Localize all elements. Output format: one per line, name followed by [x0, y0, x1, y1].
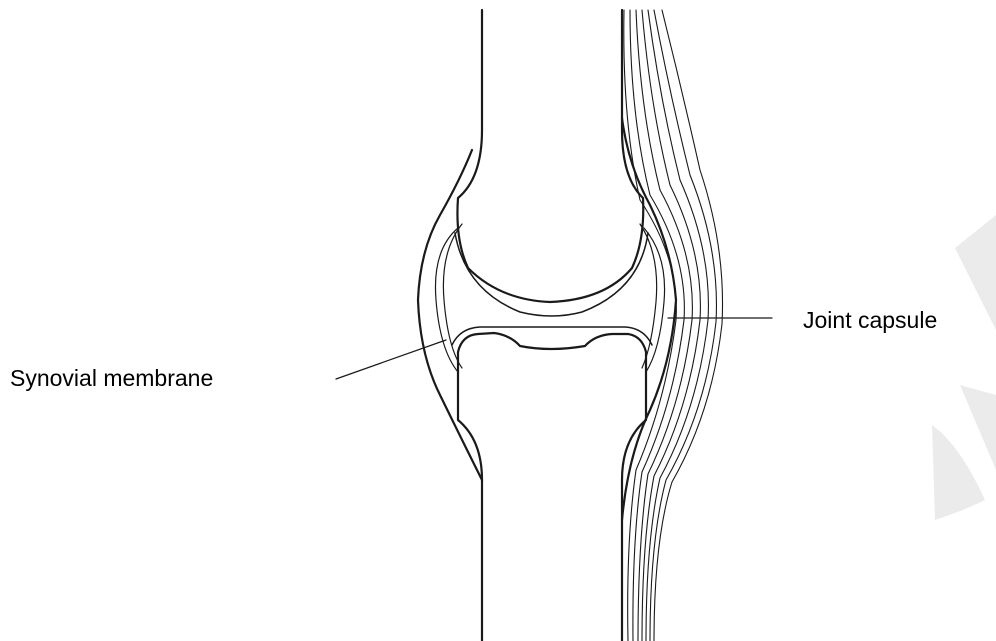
upper-bone — [457, 10, 643, 302]
joint-capsule-label: Joint capsule — [803, 307, 937, 334]
synovial-membrane-right-inner — [640, 224, 657, 368]
lower-cartilage — [452, 327, 652, 345]
synovial-membrane-left — [435, 228, 458, 372]
watermark-shape-upper — [955, 215, 996, 330]
watermark-shape-lower — [932, 425, 985, 520]
synovial-membrane-leader — [336, 340, 446, 379]
upper-cartilage — [455, 233, 648, 316]
synovial-membrane-right — [644, 228, 665, 372]
watermark — [932, 215, 996, 520]
lower-bone — [458, 333, 646, 641]
joint-capsule-left — [418, 150, 482, 480]
watermark-shape-chevron — [960, 385, 996, 470]
synovial-membrane-label: Synovial membrane — [10, 365, 213, 392]
